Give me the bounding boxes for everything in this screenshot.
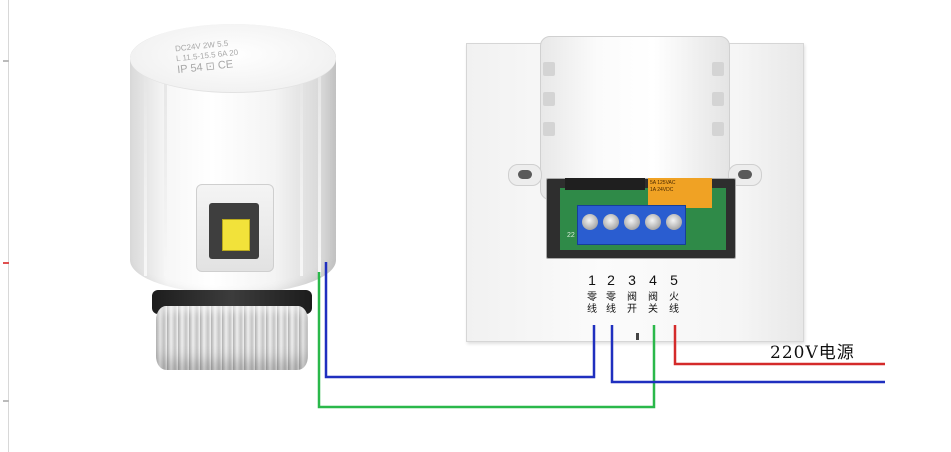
terminal-number: 1 bbox=[588, 272, 596, 288]
actuator-rib bbox=[144, 76, 147, 276]
actuator-cap bbox=[130, 24, 336, 93]
frame-tick bbox=[3, 262, 9, 264]
terminal-block bbox=[577, 205, 686, 245]
label-char: 线 bbox=[606, 304, 616, 315]
label-char: 零 bbox=[606, 292, 616, 303]
terminal-number: 2 bbox=[607, 272, 615, 288]
terminal-label: 零 线 bbox=[586, 292, 598, 316]
vent-slot bbox=[543, 122, 555, 136]
terminal-screw bbox=[645, 214, 661, 230]
vent-slot bbox=[712, 92, 724, 106]
power-supply-label: 220V电源 bbox=[770, 343, 855, 363]
terminal-number: 3 bbox=[628, 272, 636, 288]
left-frame-line bbox=[8, 0, 9, 452]
screw-hole bbox=[518, 170, 532, 179]
terminal-number: 4 bbox=[649, 272, 657, 288]
label-char: 零 bbox=[587, 292, 597, 303]
label-char: 线 bbox=[587, 304, 597, 315]
indicator-window bbox=[196, 184, 274, 272]
vent-slot bbox=[543, 62, 555, 76]
frame-tick bbox=[3, 60, 9, 62]
thermostat-housing bbox=[540, 36, 730, 200]
actuator-rib bbox=[300, 76, 303, 276]
screw-hole-left bbox=[508, 164, 542, 186]
screw-hole bbox=[738, 170, 752, 179]
label-char: 开 bbox=[627, 304, 637, 315]
plate-tab bbox=[636, 333, 639, 340]
terminal-screw bbox=[666, 214, 682, 230]
wire-neutral-supply bbox=[610, 325, 885, 384]
screw-hole-right bbox=[728, 164, 762, 186]
wire-live-supply bbox=[673, 325, 885, 366]
thermal-actuator: DC24V 2W 5.5 L 11.5-15.5 6A 20 IP 54 ⊡ C… bbox=[128, 14, 338, 386]
vent-slot bbox=[712, 122, 724, 136]
vent-slot bbox=[543, 92, 555, 106]
position-indicator bbox=[222, 219, 250, 251]
relay-rating: 1A 24VDC bbox=[650, 187, 674, 193]
actuator-rib bbox=[164, 76, 167, 276]
vent-slot bbox=[712, 62, 724, 76]
board-component bbox=[565, 178, 645, 190]
indicator-recess bbox=[209, 203, 259, 259]
relay: 5A 125VAC 1A 24VDC bbox=[648, 178, 712, 208]
label-char: 火 bbox=[669, 292, 679, 303]
actuator-rib bbox=[318, 76, 321, 276]
label-char: 阀 bbox=[627, 292, 637, 303]
label-char: 线 bbox=[669, 304, 679, 315]
wire-neutral-to-actuator bbox=[324, 262, 596, 379]
relay-rating: 5A 125VAC bbox=[650, 180, 676, 186]
frame-tick bbox=[3, 400, 9, 402]
terminal-label: 阀 关 bbox=[647, 292, 659, 316]
wire-valve-close-to-actuator bbox=[317, 272, 656, 409]
mounting-nut bbox=[156, 306, 308, 370]
terminal-screw bbox=[624, 214, 640, 230]
terminal-label: 阀 开 bbox=[626, 292, 638, 316]
board-marking: 22 bbox=[567, 232, 575, 239]
terminal-screw bbox=[582, 214, 598, 230]
label-char: 关 bbox=[648, 304, 658, 315]
terminal-label: 火 线 bbox=[668, 292, 680, 316]
terminal-label: 零 线 bbox=[605, 292, 617, 316]
terminal-screw bbox=[603, 214, 619, 230]
label-char: 阀 bbox=[648, 292, 658, 303]
terminal-number: 5 bbox=[670, 272, 678, 288]
